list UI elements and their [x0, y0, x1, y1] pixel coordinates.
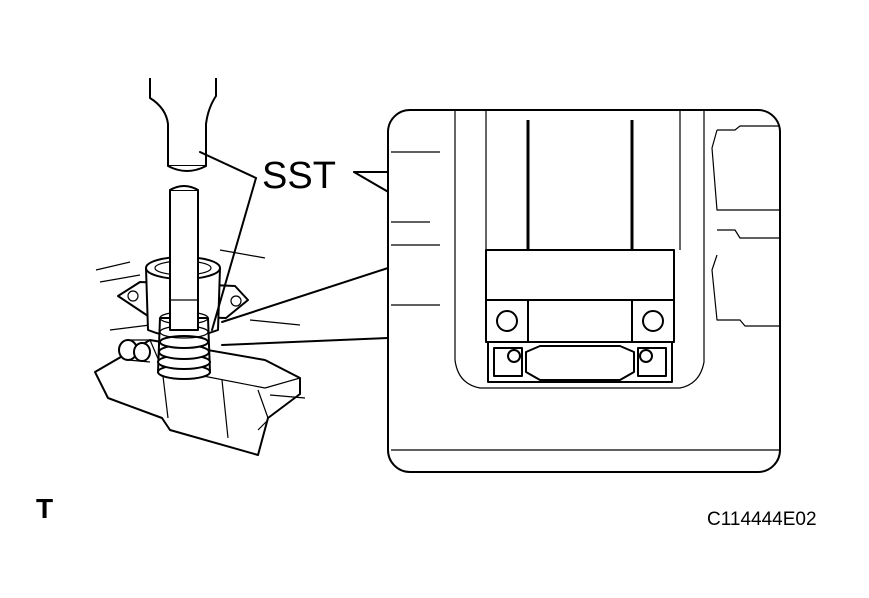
inset-oil-seal — [487, 341, 673, 383]
sst-label: SST — [262, 155, 336, 197]
figure-code: C114444E02 — [707, 509, 817, 530]
base-fixture — [94, 249, 306, 456]
overview-illustration — [94, 78, 306, 456]
detail-inset — [387, 109, 781, 473]
inset-sst-block — [485, 249, 675, 301]
sst-handle-upper — [149, 78, 217, 172]
sst-shaft-lower — [169, 185, 199, 331]
inset-sst-shaft — [526, 120, 634, 250]
seal-stack — [157, 311, 211, 380]
sst-leader-handle — [199, 151, 257, 179]
inset-bearing — [485, 299, 675, 343]
zoom-connector — [221, 267, 389, 346]
corner-mark: T — [36, 493, 53, 524]
inset-housing-contours — [391, 110, 780, 451]
sst-leader-shaft — [211, 177, 257, 331]
